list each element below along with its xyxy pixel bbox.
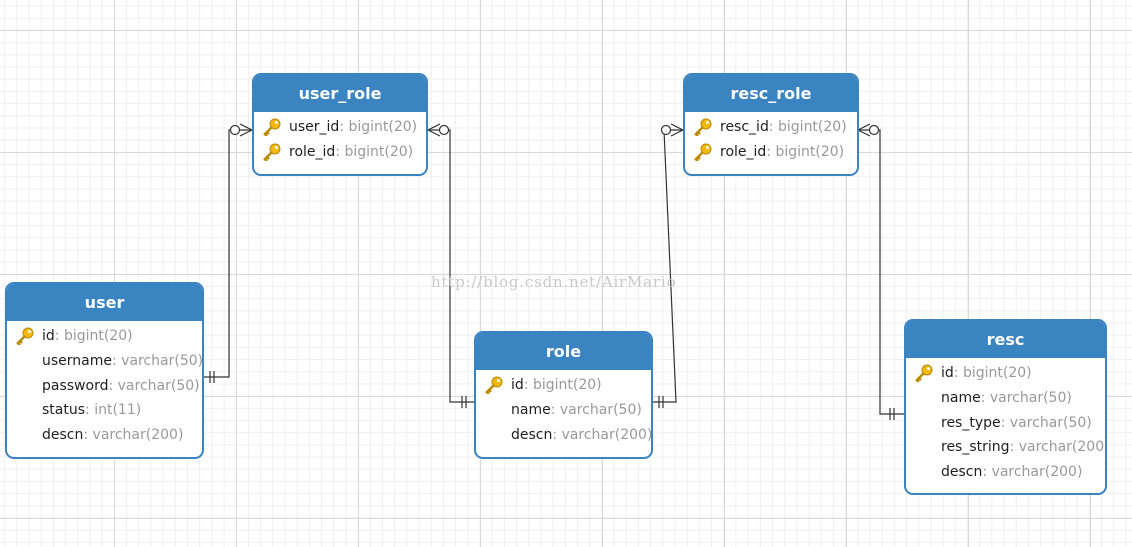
one-marker	[209, 371, 215, 383]
entity-title: role	[476, 333, 651, 370]
rel-line-role-resc_role	[653, 129, 683, 403]
field-type: : bigint(20)	[339, 119, 418, 135]
field-type: : bigint(20)	[523, 377, 602, 393]
field-row[interactable]: res_type: varchar(50)	[906, 411, 1105, 436]
field-type: : varchar(50)	[980, 389, 1072, 406]
field-type: : bigint(20)	[768, 119, 847, 135]
field-name: role_id	[720, 143, 767, 160]
key-icon	[16, 327, 34, 345]
many-marker	[427, 123, 441, 137]
many-marker	[857, 123, 871, 137]
field-type: : varchar(200)	[83, 427, 184, 444]
entity-title: user_role	[254, 75, 426, 112]
field-type: : bigint(20)	[335, 143, 414, 160]
field-name: descn	[42, 427, 84, 444]
field-name: role_id	[289, 143, 336, 160]
field-row[interactable]: name: varchar(50)	[906, 386, 1105, 411]
many-marker	[670, 123, 684, 137]
field-row[interactable]: resc_id: bigint(20)	[685, 115, 857, 140]
field-name: status	[42, 402, 86, 419]
many-marker-ring	[660, 124, 672, 136]
field-name: descn	[941, 464, 983, 481]
field-row[interactable]: id: bigint(20)	[7, 324, 202, 349]
one-marker	[658, 396, 664, 408]
one-marker	[461, 396, 467, 408]
field-row[interactable]: descn: varchar(200)	[906, 460, 1105, 485]
key-icon	[485, 376, 503, 394]
key-icon	[263, 143, 281, 161]
field-row[interactable]: role_id: bigint(20)	[254, 140, 426, 165]
entity-title: resc	[906, 321, 1105, 358]
field-row[interactable]: id: bigint(20)	[476, 373, 651, 398]
field-name: name	[941, 389, 981, 406]
field-name: id	[42, 328, 55, 344]
entity-role[interactable]: role id: bigint(20) name: varchar(50) de…	[474, 331, 653, 459]
rel-line-user_role-role	[428, 129, 474, 403]
field-row[interactable]: password: varchar(50)	[7, 374, 202, 399]
many-marker-ring	[438, 124, 450, 136]
field-name: resc_id	[720, 119, 769, 135]
field-row[interactable]: res_string: varchar(200)	[906, 435, 1105, 460]
key-icon	[263, 118, 281, 136]
field-name: descn	[511, 426, 553, 443]
field-type: : varchar(50)	[108, 377, 200, 394]
field-name: password	[42, 377, 109, 394]
field-name: user_id	[289, 119, 340, 135]
field-type: : varchar(200)	[982, 464, 1083, 481]
field-type: : bigint(20)	[953, 365, 1032, 381]
one-marker	[889, 408, 895, 420]
field-name: id	[941, 365, 954, 381]
field-type: : varchar(50)	[112, 352, 204, 369]
field-row[interactable]: id: bigint(20)	[906, 361, 1105, 386]
field-row[interactable]: status: int(11)	[7, 398, 202, 423]
key-icon	[694, 118, 712, 136]
field-row[interactable]: descn: varchar(200)	[7, 423, 202, 448]
field-row[interactable]: user_id: bigint(20)	[254, 115, 426, 140]
field-name: res_string	[941, 439, 1010, 456]
rel-line-resc_role-resc	[858, 129, 904, 415]
field-type: : bigint(20)	[766, 143, 845, 160]
field-name: res_type	[941, 414, 1001, 431]
field-row[interactable]: descn: varchar(200)	[476, 423, 651, 448]
many-marker-ring	[229, 124, 241, 136]
field-type: : varchar(50)	[550, 401, 642, 418]
field-name: username	[42, 352, 112, 369]
field-name: id	[511, 377, 524, 393]
field-row[interactable]: username: varchar(50)	[7, 349, 202, 374]
rel-line-user-user_role	[204, 129, 252, 378]
many-marker	[239, 123, 253, 137]
many-marker-ring	[868, 124, 880, 136]
field-type: : varchar(200)	[1009, 439, 1107, 456]
entity-user[interactable]: user id: bigint(20) username: varchar(50…	[5, 282, 204, 459]
key-icon	[694, 143, 712, 161]
field-type: : varchar(50)	[1000, 414, 1092, 431]
key-icon	[915, 364, 933, 382]
entity-resc_role[interactable]: resc_role resc_id: bigint(20) role_id: b…	[683, 73, 859, 176]
entity-title: user	[7, 284, 202, 321]
field-name: name	[511, 401, 551, 418]
entity-title: resc_role	[685, 75, 857, 112]
field-row[interactable]: role_id: bigint(20)	[685, 140, 857, 165]
field-type: : int(11)	[85, 402, 142, 419]
entity-resc[interactable]: resc id: bigint(20) name: varchar(50) re…	[904, 319, 1107, 495]
watermark: http://blog.csdn.net/AirMario	[431, 273, 677, 291]
field-type: : varchar(200)	[552, 426, 653, 443]
field-row[interactable]: name: varchar(50)	[476, 398, 651, 423]
field-type: : bigint(20)	[54, 328, 133, 344]
entity-user_role[interactable]: user_role user_id: bigint(20) role_id: b…	[252, 73, 428, 176]
